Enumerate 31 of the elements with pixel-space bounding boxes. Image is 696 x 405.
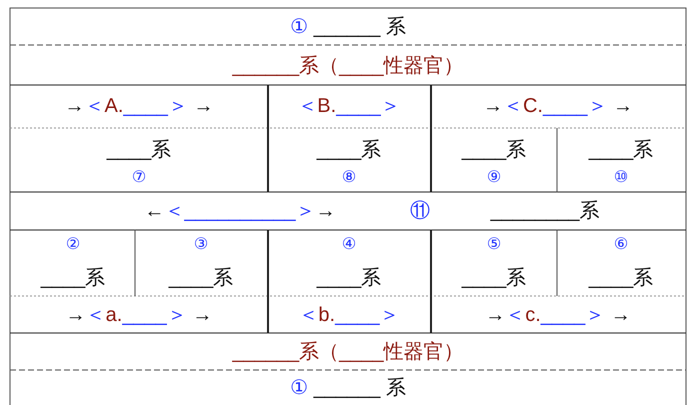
circled-number: ⑨ — [486, 168, 502, 188]
circled-number: ⑦ — [132, 168, 146, 188]
heading-text: ______系（____性器官） — [232, 340, 464, 364]
blank-label: ________系 — [490, 199, 600, 223]
circled-number: ⑩ — [614, 168, 628, 188]
circled-number: ⑪ — [410, 199, 430, 223]
blank-label: ＜b.____＞ — [298, 303, 400, 327]
blank-label: →＜A.____＞ → — [64, 94, 214, 118]
blank-label: ____系 — [462, 266, 526, 290]
blank-label: ←＜__________＞→ — [144, 199, 336, 223]
blank-label: ____系 — [168, 266, 234, 290]
circled-number: ② — [66, 235, 80, 255]
blank-label: ＜B.____＞ — [297, 94, 401, 118]
blank-label: ____系 — [40, 266, 106, 290]
blank-label: ____系 — [316, 266, 382, 290]
circled-number: ⑤ — [486, 235, 502, 255]
blank-label: →＜C.____＞ → — [482, 94, 634, 118]
blank-label: →＜c.____＞ → — [485, 303, 631, 327]
blank-label: ____系 — [462, 138, 526, 162]
blank-label: ____系 — [106, 138, 172, 162]
circled-number: ⑥ — [614, 235, 628, 255]
heading-text: ______系（____性器官） — [232, 54, 464, 78]
circled-number: ④ — [342, 235, 356, 255]
heading-text: ① ______ 系 — [290, 376, 406, 400]
blank-label: ____系 — [588, 138, 654, 162]
blank-label: ____系 — [316, 138, 382, 162]
circled-number: ⑧ — [342, 168, 356, 188]
blank-label: ____系 — [588, 266, 654, 290]
blank-label: →＜a.____＞ → — [66, 303, 212, 327]
circled-number: ③ — [194, 235, 208, 255]
heading-text: ① ______ 系 — [290, 15, 406, 39]
